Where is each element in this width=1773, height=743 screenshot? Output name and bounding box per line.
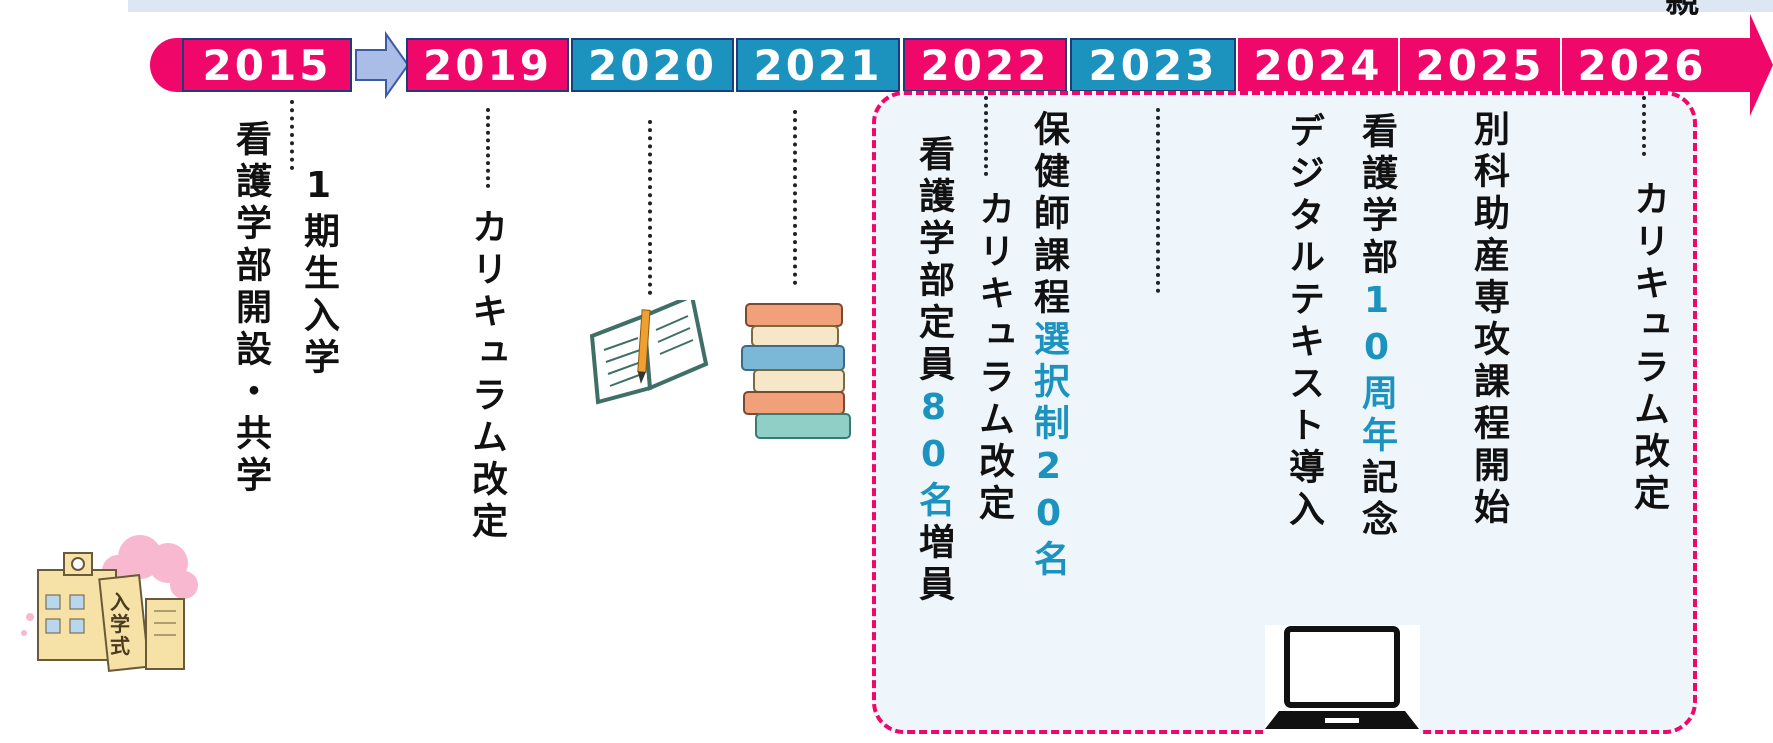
connector-2019 (486, 108, 490, 188)
year-2021: 2021 (736, 38, 900, 92)
connector-2020 (648, 120, 652, 295)
year-2024: 2024 (1238, 38, 1400, 92)
year-2023: 2023 (1070, 38, 1236, 92)
event-2019-curriculum-revision: カリキュラム改定 (466, 208, 507, 544)
arrow-right-icon (355, 30, 410, 100)
connector-2021 (793, 110, 797, 285)
timeline-arrowhead-icon (1722, 14, 1773, 116)
connector-2022 (984, 96, 988, 176)
event-2022-public-health-nurse: 保健師課程選択制20名 (1028, 110, 1069, 582)
year-2022: 2022 (903, 38, 1067, 92)
event-2015-faculty-opening: 看護学部開設・共学 (230, 120, 271, 498)
event-2024-digital-textbook: デジタルテキスト導入 (1283, 112, 1324, 532)
event-2026-curriculum-revision: カリキュラム改定 (1628, 180, 1669, 516)
top-band (128, 0, 1773, 12)
year-2025: 2025 (1400, 38, 1562, 92)
event-2025-midwifery-course: 別科助産専攻課程開始 (1468, 110, 1509, 530)
event-2022-capacity-increase: 看護学部定員80名増員 (913, 135, 954, 607)
connector-2023 (1156, 108, 1160, 293)
year-2015: 2015 (182, 38, 352, 92)
event-2024-10th-anniversary: 看護学部10周年記念 (1356, 112, 1397, 542)
book-stack-icon (741, 303, 851, 439)
svg-text:入: 入 (110, 590, 130, 614)
connector-2026 (1642, 96, 1646, 156)
svg-text:学: 学 (110, 612, 130, 636)
open-notebook-icon (589, 300, 709, 405)
cut-off-text: 親 (1665, 0, 1699, 21)
school-entrance-ceremony-icon: 入 学 式 (21, 535, 198, 672)
laptop-icon (1265, 625, 1420, 735)
year-2026: 2026 (1562, 38, 1722, 92)
connector-2015 (290, 100, 294, 170)
year-2019: 2019 (406, 38, 569, 92)
event-2015-first-cohort: 1期生入学 (298, 165, 339, 380)
event-2022-curriculum-revision: カリキュラム改定 (973, 190, 1014, 526)
year-2020: 2020 (571, 38, 734, 92)
svg-text:式: 式 (110, 634, 130, 658)
